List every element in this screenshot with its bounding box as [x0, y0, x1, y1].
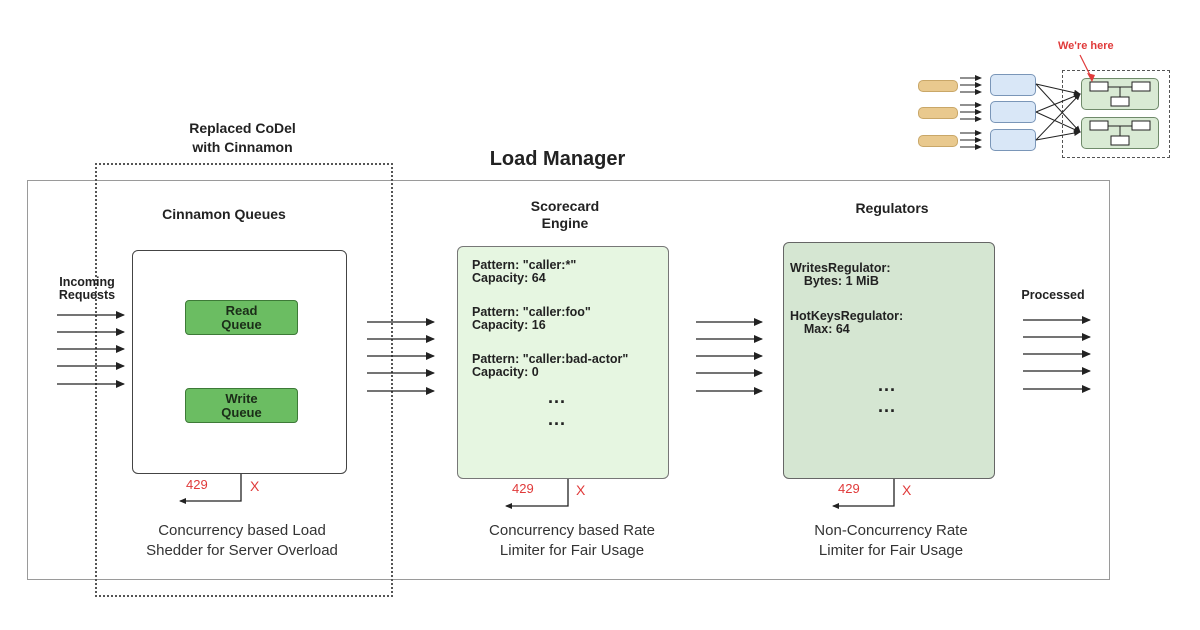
mini-router-node — [990, 129, 1036, 151]
cinnamon-queues-title: Cinnamon Queues — [162, 206, 286, 222]
mini-router-node — [990, 74, 1036, 96]
scorecard-pattern-foo: Pattern: "caller:foo" Capacity: 16 — [472, 305, 591, 332]
scorecard-engine-title: Scorecard Engine — [530, 198, 600, 231]
scorecard-reject-x: X — [576, 482, 586, 498]
regulators-caption: Non-Concurrency Rate Limiter for Fair Us… — [814, 522, 968, 559]
regulators-box — [783, 242, 995, 479]
scorecard-caption: Concurrency based Rate Limiter for Fair … — [489, 522, 655, 559]
regulators-reject-x: X — [902, 482, 912, 498]
cinnamon-429-label: 429 — [186, 477, 208, 492]
scorecard-engine-box — [457, 246, 669, 479]
processed-label: Processed — [1021, 288, 1085, 302]
hotkeys-regulator: HotKeysRegulator: Max: 64 — [790, 309, 904, 336]
cinnamon-caption: Concurrency based Load Shedder for Serve… — [146, 522, 338, 559]
cinnamon-reject-x: X — [250, 478, 260, 494]
load-manager-title: Load Manager — [489, 148, 626, 170]
mini-storage-highlight — [1062, 70, 1170, 158]
regulators-429-label: 429 — [838, 481, 860, 496]
mini-router-node — [990, 101, 1036, 123]
scorecard-reject-arrow — [505, 479, 569, 509]
incoming-requests-label: Incoming Requests — [58, 275, 116, 302]
scorecard-ellipsis-1: ... — [548, 387, 567, 407]
write-queue: Write Queue — [185, 388, 298, 423]
scorecard-ellipsis-2: ... — [548, 409, 567, 429]
scorecard-429-label: 429 — [512, 481, 534, 496]
replaced-codel-note: Replaced CoDel with Cinnamon — [189, 120, 296, 155]
cinnamon-reject-arrow — [179, 474, 242, 504]
read-queue: Read Queue — [185, 300, 298, 335]
regulators-ellipsis-1: ... — [878, 375, 897, 395]
scorecard-pattern-bad-actor: Pattern: "caller:bad-actor" Capacity: 0 — [472, 352, 629, 379]
load-manager-frame — [27, 180, 1110, 580]
mini-client-pill — [918, 80, 958, 92]
replaced-codel-highlight — [95, 163, 393, 597]
scorecard-pattern-all: Pattern: "caller:*" Capacity: 64 — [472, 258, 577, 285]
regulators-reject-arrow — [832, 479, 895, 509]
cinnamon-queues-box — [132, 250, 347, 474]
mini-client-pill — [918, 135, 958, 147]
were-here-label: We're here — [1058, 40, 1114, 52]
writes-regulator: WritesRegulator: Bytes: 1 MiB — [790, 261, 891, 288]
regulators-ellipsis-2: ... — [878, 396, 897, 416]
regulators-title: Regulators — [855, 200, 929, 216]
mini-client-pill — [918, 107, 958, 119]
